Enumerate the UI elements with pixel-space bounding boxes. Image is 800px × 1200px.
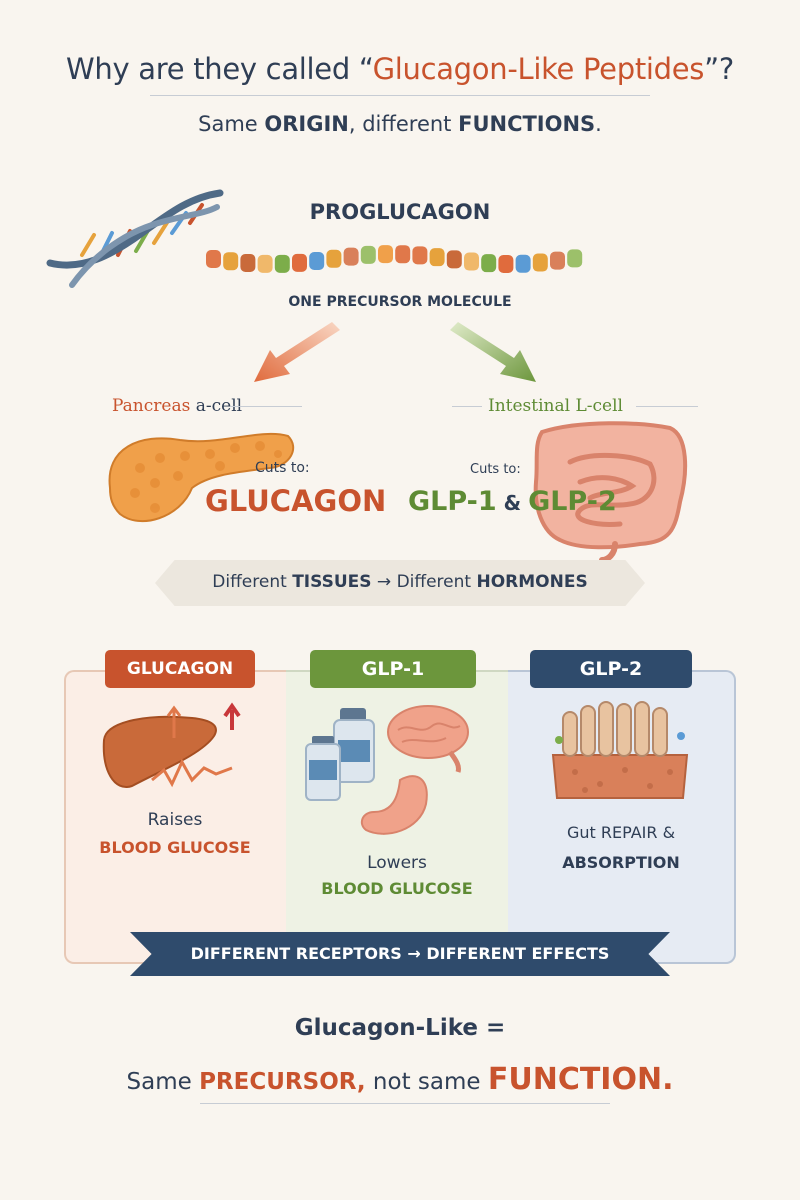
amino-acid-bead (240, 253, 256, 272)
amino-acid-bead (378, 245, 393, 264)
glucagon-product: GLUCAGON (205, 484, 387, 518)
glp1-tab: GLP-1 (310, 650, 476, 688)
amino-acid-bead (498, 254, 514, 273)
page-title: Why are they called “Glucagon-Like Pepti… (66, 52, 734, 86)
amino-acid-bead (532, 253, 548, 272)
label-rule (230, 406, 302, 407)
conclusion-line2: Same PRECURSOR, not same FUNCTION. (126, 1062, 674, 1097)
pancreas-cuts-label: Cuts to: (255, 460, 310, 476)
amino-acid-bead (481, 254, 497, 273)
amino-acid-bead (257, 254, 273, 273)
arrow-left-icon (254, 322, 340, 382)
tissues-ribbon-bg (155, 560, 645, 606)
amino-acid-bead (274, 254, 290, 273)
amino-acid-bead (567, 249, 583, 268)
glp2-effect-line2: ABSORPTION (562, 853, 680, 872)
amino-acid-bead (515, 254, 531, 273)
glp-products: GLP-1 & GLP-2 (408, 486, 617, 517)
peptide-chain-icon (206, 245, 583, 273)
intestine-icon (533, 421, 688, 562)
intestine-label: Intestinal L-cell (488, 396, 623, 416)
amino-acid-bead (292, 253, 307, 272)
liver-icon (102, 702, 241, 788)
glp1-effect-line2: BLOOD GLUCOSE (321, 879, 473, 898)
amino-acid-bead (360, 245, 376, 264)
glp2-effect-line1: Gut REPAIR & (566, 823, 676, 842)
amino-acid-bead (464, 252, 479, 271)
glp2-tab: GLP-2 (530, 650, 692, 688)
conclusion-divider (200, 1103, 610, 1104)
dna-icon (46, 189, 224, 288)
glp1-product: GLP-1 (408, 486, 497, 517)
subtitle: Same ORIGIN, different FUNCTIONS. (198, 112, 602, 136)
precursor-caption: ONE PRECURSOR MOLECULE (288, 294, 512, 310)
glp1-effect-line1: Lowers (367, 853, 427, 873)
glp2-product: GLP-2 (528, 486, 617, 517)
amino-acid-bead (446, 250, 462, 269)
amino-acid-bead (223, 252, 239, 271)
amino-acid-bead (309, 252, 325, 271)
glucagon-effect-line1: Raises (147, 810, 203, 830)
medication-brain-stomach-icon (305, 705, 469, 835)
label-rule (452, 406, 482, 407)
tissues-ribbon-text: Different TISSUES → Different HORMONES (212, 572, 588, 592)
title-highlight: Glucagon-Like Peptides (372, 52, 705, 86)
intestine-cuts-label: Cuts to: (470, 462, 521, 477)
pancreas-label: Pancreas a-cell (112, 396, 243, 416)
intestinal-villi-icon (551, 701, 689, 799)
amino-acid-bead (343, 247, 359, 266)
amino-acid-bead (412, 246, 428, 265)
amino-acid-bead (326, 249, 342, 268)
title-divider (150, 95, 650, 96)
amino-acid-bead (429, 248, 445, 267)
amino-acid-bead (395, 245, 411, 264)
pancreas-icon (108, 432, 295, 523)
glucagon-effect-line2: BLOOD GLUCOSE (99, 838, 251, 857)
glucagon-tab: GLUCAGON (105, 650, 255, 688)
label-rule (636, 406, 698, 407)
receptors-ribbon-text: DIFFERENT RECEPTORS → DIFFERENT EFFECTS (190, 944, 610, 963)
receptors-ribbon-bg (130, 932, 670, 976)
arrow-right-icon (450, 322, 536, 382)
amino-acid-bead (206, 250, 221, 268)
amino-acid-bead (550, 251, 565, 270)
conclusion-line1: Glucagon-Like = (294, 1015, 506, 1041)
proglucagon-title: PROGLUCAGON (309, 200, 491, 224)
